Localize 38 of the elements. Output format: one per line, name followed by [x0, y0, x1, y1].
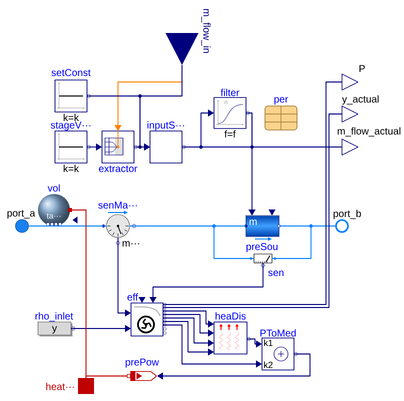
connection-line — [129, 226, 254, 259]
connection-line — [162, 114, 342, 308]
connection-line — [86, 376, 128, 378]
component-name: heaDis — [216, 312, 246, 320]
connection-line — [246, 112, 342, 148]
component-name: senMa··· — [98, 202, 137, 209]
port-name: heat··· — [46, 382, 74, 390]
component-name: stageV··· — [50, 122, 90, 131]
signal-name: m_flow_in — [201, 9, 211, 53]
component-name: eff — [127, 293, 138, 301]
volume-sphere: ta··· — [46, 208, 72, 226]
connection-line — [157, 354, 310, 380]
port-name: m_flow_actual — [338, 127, 400, 136]
parameter-label: f=f — [224, 130, 236, 138]
component-name: PToMed — [260, 329, 296, 337]
port-name: y_actual — [342, 95, 379, 105]
component-name: rho_inlet — [36, 312, 74, 322]
pipe-block: m — [244, 215, 281, 237]
component-name: preSou — [246, 243, 278, 252]
component-name: sen — [268, 270, 284, 276]
expression-box: y — [38, 322, 76, 336]
port-name: port_b — [334, 210, 361, 220]
component-name: setConst — [52, 69, 91, 76]
connection-line — [70, 210, 86, 378]
parameter-label: k=k — [64, 164, 79, 172]
component-name: extractor — [98, 166, 138, 172]
component-name: inputS··· — [148, 121, 184, 131]
component-name: prePow — [126, 358, 159, 368]
adder-block: k1 k2 — [262, 338, 298, 370]
component-name: filter — [220, 88, 240, 96]
parameter-label: k=k — [64, 114, 79, 121]
component-name: vol — [48, 184, 60, 192]
port-name: P — [360, 65, 365, 72]
port-name: port_a — [7, 210, 36, 219]
port-name: m··· — [122, 241, 140, 246]
connection-line — [272, 226, 336, 259]
connection-line — [162, 82, 342, 305]
component-name: per — [274, 97, 288, 105]
